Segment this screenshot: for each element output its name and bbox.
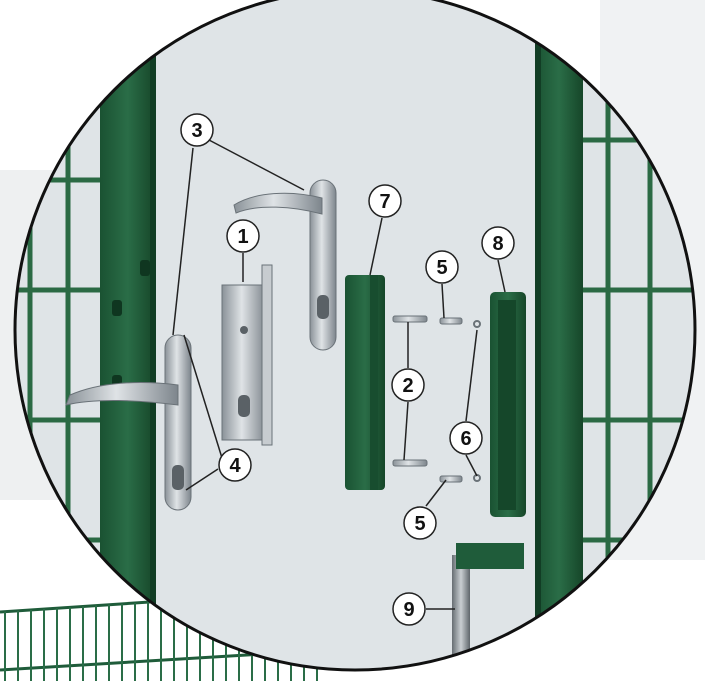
callout-number: 2 xyxy=(402,375,413,397)
callout-number: 1 xyxy=(237,226,248,248)
callout-number: 9 xyxy=(403,599,414,621)
cover-part-7 xyxy=(345,275,385,490)
keeper-part-8 xyxy=(490,292,526,517)
callout-number: 7 xyxy=(379,191,390,213)
callout-number: 3 xyxy=(191,120,202,142)
callout-number: 5 xyxy=(436,257,447,279)
callout-number: 8 xyxy=(492,233,503,255)
left-gate-post xyxy=(100,0,155,681)
callout-number: 5 xyxy=(414,513,425,535)
callout-number: 4 xyxy=(229,455,241,477)
right-gate-post xyxy=(535,0,583,681)
lock-body-part-1 xyxy=(222,265,272,445)
callout-number: 6 xyxy=(460,428,471,450)
